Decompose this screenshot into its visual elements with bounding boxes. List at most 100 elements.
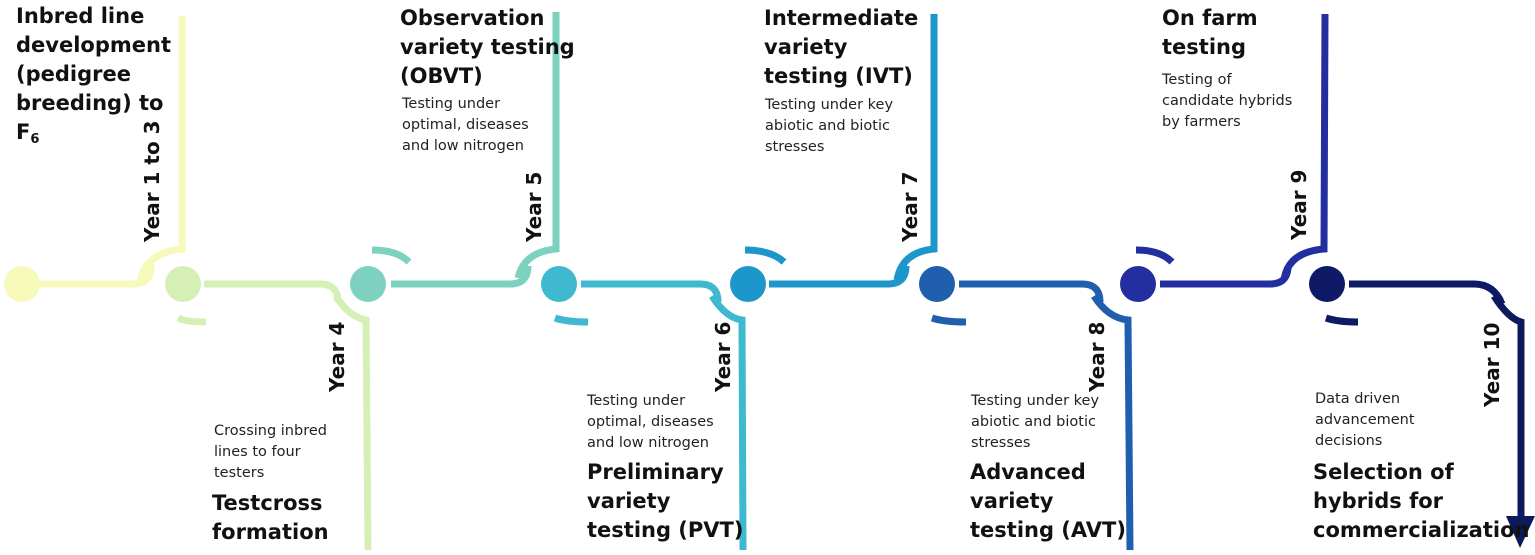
stage2-title-line: Testcross — [212, 491, 323, 515]
stage7-year-label: Year 9 — [1287, 169, 1311, 240]
stage6-year-label: Year 8 — [1085, 321, 1109, 392]
segment-node3-to-node4 — [581, 280, 722, 303]
stage6-desc-line: abiotic and biotic — [971, 414, 1096, 430]
segment-node7-cap — [1324, 314, 1359, 326]
segment-node7-to-end — [1349, 280, 1506, 306]
segment-node4-to-node5 — [769, 265, 910, 288]
stage4-title-line: testing (PVT) — [587, 518, 744, 542]
stage5-desc-line: stresses — [765, 139, 825, 155]
stage8-year-label: Year 10 — [1480, 322, 1504, 407]
stage4-description: Testing under optimal, diseases and low … — [587, 391, 714, 454]
stage5-title: Intermediate variety testing (IVT) — [764, 4, 918, 91]
stage8-title: Selection of hybrids for commercializati… — [1313, 458, 1529, 545]
stage2-desc-line: testers — [214, 465, 265, 481]
stage3-desc-line: Testing under — [402, 96, 501, 112]
stage5-description: Testing under key abiotic and biotic str… — [765, 95, 893, 158]
segment-node1-to-node2 — [204, 280, 342, 303]
stage7-desc-line: by farmers — [1162, 114, 1241, 130]
stage4-title-line: variety — [587, 489, 671, 513]
stage3-year-label: Year 5 — [522, 171, 546, 242]
stage7-title-line: On farm — [1162, 6, 1258, 30]
node-year-9 — [1309, 266, 1345, 302]
year9-post — [1280, 13, 1329, 281]
stage7-desc-line: candidate hybrids — [1162, 93, 1293, 109]
stage5-desc-line: abiotic and biotic — [765, 118, 890, 134]
stage2-title-line: formation — [212, 520, 329, 544]
stage4-desc-line: Testing under — [587, 393, 686, 409]
segment-node3-cap — [553, 314, 589, 326]
stage8-title-line: hybrids for — [1313, 489, 1443, 513]
stage6-desc-line: Testing under key — [971, 393, 1100, 409]
stage5-year-label: Year 7 — [898, 171, 922, 242]
node-year-5 — [541, 266, 577, 302]
stage3-desc-line: optimal, diseases — [402, 117, 529, 133]
stage1-title-line: Inbred line — [16, 4, 145, 28]
stage3-title: Observation variety testing (OBVT) — [400, 4, 575, 91]
stage8-desc-line: advancement — [1315, 412, 1415, 428]
stage3-description: Testing under optimal, diseases and low … — [402, 94, 529, 157]
stage8-title-line: commercialization — [1313, 518, 1530, 542]
segment-node4-cap — [744, 246, 787, 265]
node-year-3 — [165, 266, 201, 302]
stage6-description: Testing under key abiotic and biotic str… — [971, 391, 1099, 454]
stage5-title-line: testing (IVT) — [764, 64, 913, 88]
stage1-title-line: breeding) to — [16, 91, 164, 115]
stage2-desc-line: Crossing inbred — [214, 423, 327, 439]
stage1-title-subscript: 6 — [30, 132, 40, 147]
year10-post — [1491, 294, 1525, 520]
stage6-title-line: variety — [970, 489, 1054, 513]
stage1-year-label: Year 1 to 3 — [140, 120, 164, 242]
year1to3-post — [136, 16, 186, 283]
stage8-title-line: Selection of — [1313, 460, 1454, 484]
year7-post — [893, 14, 938, 281]
year8-post — [1091, 294, 1134, 551]
segment-start-connector — [22, 264, 155, 288]
year4-post — [333, 294, 372, 551]
stage7-title: On farm testing — [1162, 4, 1258, 62]
node-year-8 — [1120, 266, 1156, 302]
year5-post — [514, 12, 560, 279]
stage4-title-line: Preliminary — [587, 460, 724, 484]
stage1-title-line: F6 — [16, 118, 171, 147]
node-year-6 — [730, 266, 766, 302]
segment-node2-to-node3 — [391, 265, 532, 288]
stage2-desc-line: lines to four — [214, 444, 301, 460]
stage2-description: Crossing inbred lines to four testers — [214, 421, 327, 484]
stage3-title-line: Observation — [400, 6, 545, 30]
stage3-desc-line: and low nitrogen — [402, 138, 524, 154]
stage6-title: Advanced variety testing (AVT) — [970, 458, 1126, 545]
segment-node1-cap — [176, 314, 207, 326]
stage7-desc-line: Testing of — [1162, 72, 1232, 88]
year6-post — [709, 294, 747, 551]
stage3-title-line: variety testing — [400, 35, 575, 59]
stage4-desc-line: and low nitrogen — [587, 435, 709, 451]
node-year-4 — [350, 266, 386, 302]
stage8-desc-line: Data driven — [1315, 391, 1401, 407]
stage6-desc-line: stresses — [971, 435, 1031, 451]
timeline-end-arrowhead — [1506, 516, 1535, 548]
stage8-desc-line: decisions — [1315, 433, 1383, 449]
stage2-year-label: Year 4 — [325, 321, 349, 392]
stage4-desc-line: optimal, diseases — [587, 414, 714, 430]
stage2-title: Testcross formation — [212, 489, 329, 547]
segment-node2-cap — [371, 246, 412, 265]
stage7-title-line: testing — [1162, 35, 1246, 59]
stage1-title-f: F — [16, 120, 31, 144]
stage1-title-line: (pedigree — [16, 62, 131, 86]
segment-node6-cap — [1135, 246, 1175, 265]
stage8-description: Data driven advancement decisions — [1315, 389, 1415, 452]
stage5-desc-line: Testing under key — [765, 97, 894, 113]
segment-node5-to-node6 — [959, 280, 1104, 303]
stage5-title-line: variety — [764, 35, 848, 59]
stage6-title-line: Advanced — [970, 460, 1086, 484]
stage1-title-line: development — [16, 33, 171, 57]
stage4-title: Preliminary variety testing (PVT) — [587, 458, 743, 545]
node-year-7 — [919, 266, 955, 302]
stage6-title-line: testing (AVT) — [970, 518, 1126, 542]
segment-node6-to-node7 — [1160, 265, 1292, 288]
stage3-title-line: (OBVT) — [400, 64, 483, 88]
stage1-title: Inbred line development (pedigree breedi… — [16, 2, 171, 147]
stage5-title-line: Intermediate — [764, 6, 919, 30]
